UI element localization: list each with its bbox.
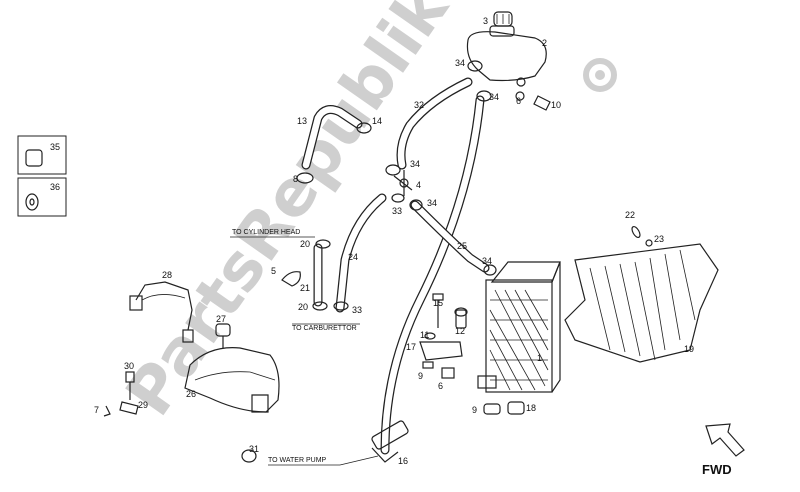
callout-34: 34 <box>427 198 437 208</box>
callout-29: 29 <box>138 400 148 410</box>
callout-8: 8 <box>293 174 298 184</box>
fwd-label: FWD <box>702 462 732 477</box>
watermark-text: PartsRepublik <box>112 0 463 429</box>
caption-to-carburettor: TO CARBURETTOR <box>292 325 357 332</box>
callout-18: 18 <box>526 403 536 413</box>
callout-24: 24 <box>348 252 358 262</box>
callout-30: 30 <box>124 361 134 371</box>
callout-7: 7 <box>94 405 99 415</box>
callout-16: 16 <box>398 456 408 466</box>
callout-23: 23 <box>654 234 664 244</box>
callout-34: 34 <box>410 159 420 169</box>
hose-13 <box>301 105 363 170</box>
gear-icon <box>583 58 617 92</box>
sensor-28 <box>129 281 194 343</box>
hose-24 <box>335 193 387 313</box>
callout-5: 5 <box>271 266 276 276</box>
radiator <box>477 261 561 415</box>
expansion-tank <box>466 11 547 87</box>
mount-parts <box>419 293 468 379</box>
callout-2: 2 <box>542 38 547 48</box>
callout-20: 20 <box>298 302 308 312</box>
callout-1: 1 <box>537 353 542 363</box>
callout-33: 33 <box>352 305 362 315</box>
callout-28: 28 <box>162 270 172 280</box>
callout-labels: 3 2 34 34 6 10 32 13 14 34 4 8 33 34 22 … <box>94 16 694 466</box>
callout-3: 3 <box>483 16 488 26</box>
callout-22: 22 <box>625 210 635 220</box>
callout-17: 17 <box>406 342 416 352</box>
callout-15: 15 <box>433 298 443 308</box>
callout-4: 4 <box>416 180 421 190</box>
legend-box-36: 36 <box>17 177 67 217</box>
callout-25: 25 <box>457 241 467 251</box>
tee-fitting <box>393 170 413 196</box>
callout-34: 34 <box>455 58 465 68</box>
callout-27: 27 <box>216 314 226 324</box>
callout-34: 34 <box>489 92 499 102</box>
radiator-grille <box>564 243 719 363</box>
callout-12: 12 <box>455 326 465 336</box>
callout-10: 10 <box>551 100 561 110</box>
legend-number: 35 <box>50 142 60 152</box>
callout-9: 9 <box>418 371 423 381</box>
hose-16 <box>371 95 485 463</box>
callout-21: 21 <box>300 283 310 293</box>
small-parts-left <box>103 271 301 417</box>
callout-33: 33 <box>392 206 402 216</box>
callout-11: 11 <box>420 330 429 340</box>
caption-lines <box>230 236 379 466</box>
caption-to-cylinder-head: TO CYLINDER HEAD <box>232 229 300 236</box>
clamps <box>241 60 653 463</box>
callout-31: 31 <box>249 444 259 454</box>
callout-6: 6 <box>516 96 521 106</box>
callout-26: 26 <box>186 389 196 399</box>
legend-number: 36 <box>50 182 60 192</box>
callout-19: 19 <box>684 344 694 354</box>
callout-32: 32 <box>414 100 424 110</box>
fwd-arrow-icon: FWD <box>702 423 745 477</box>
callout-20: 20 <box>300 239 310 249</box>
callout-34: 34 <box>482 256 492 266</box>
reservoir-26 <box>184 323 280 413</box>
hose-25 <box>410 200 490 273</box>
hose-32 <box>396 77 473 170</box>
legend-box-35: 35 <box>17 135 67 175</box>
callout-6: 6 <box>438 381 443 391</box>
callout-14: 14 <box>372 116 382 126</box>
callout-9: 9 <box>472 405 477 415</box>
callout-13: 13 <box>297 116 307 126</box>
caption-to-water-pump: TO WATER PUMP <box>268 457 327 464</box>
